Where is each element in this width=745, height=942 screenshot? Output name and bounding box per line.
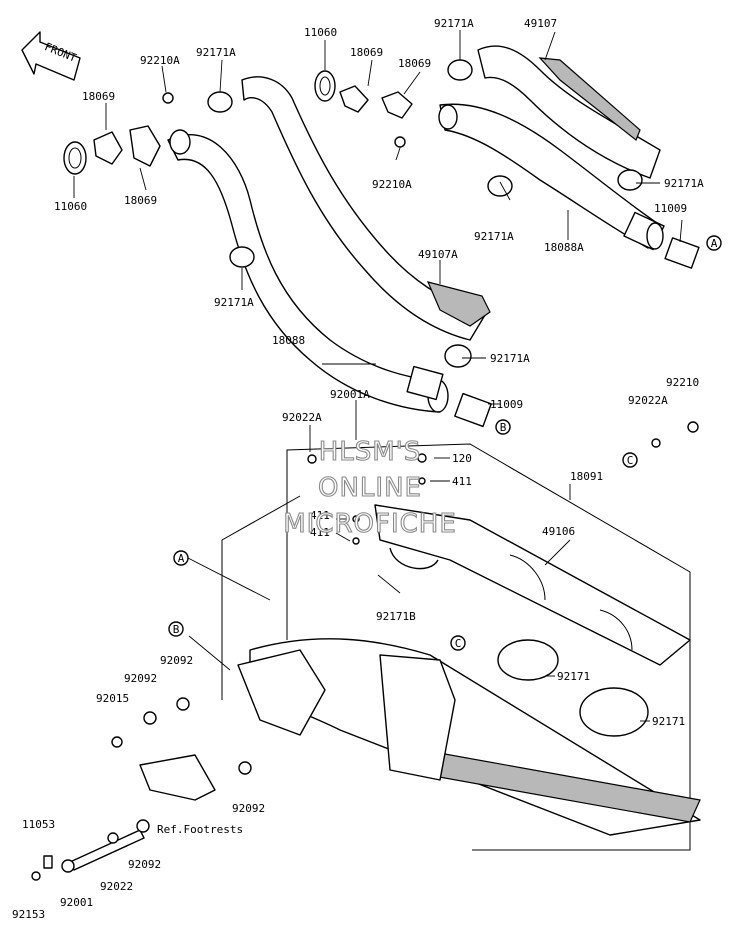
label-92171A-top-left: 92171A — [196, 46, 236, 59]
label-92022A-right: 92022A — [628, 394, 668, 407]
label-120: 120 — [452, 452, 472, 465]
clamp-92171A-set — [207, 59, 643, 368]
label-18088A: 18088A — [544, 241, 584, 254]
label-92171A-mid: 92171A — [474, 230, 514, 243]
label-18069-upper-left: 18069 — [82, 90, 115, 103]
label-49107A: 49107A — [418, 248, 458, 261]
label-92171A-top-right: 92171A — [434, 17, 474, 30]
svg-text:C: C — [627, 454, 634, 467]
small-hardware — [31, 421, 699, 881]
callout-marker-c-right: C — [622, 452, 638, 468]
clamp-92171B — [389, 547, 439, 570]
callout-marker-a-right: A — [706, 235, 722, 251]
label-92153: 92153 — [12, 908, 45, 921]
label-18069-lower-left: 18069 — [124, 194, 157, 207]
svg-text:B: B — [500, 421, 507, 434]
label-11060-top: 11060 — [304, 26, 337, 39]
label-18069-top-mid: 18069 — [350, 46, 383, 59]
label-92092-c: 92092 — [232, 802, 265, 815]
label-18069-top-right: 18069 — [398, 57, 431, 70]
flange-18069-top — [339, 85, 413, 119]
svg-text:B: B — [173, 623, 180, 636]
label-92171A-left-mid: 92171A — [214, 296, 254, 309]
watermark-line-2: ONLINE — [318, 473, 422, 503]
label-92001A: 92001A — [330, 388, 370, 401]
label-92210: 92210 — [666, 376, 699, 389]
flange-18069-left — [93, 125, 161, 167]
front-arrow-icon: FRONT — [21, 31, 81, 81]
label-92210A-mid: 92210A — [372, 178, 412, 191]
nut-92210A-set — [162, 92, 406, 148]
watermark-line-3: MICROFICHE — [283, 509, 457, 539]
label-92171B: 92171B — [376, 610, 416, 623]
label-49107-top: 49107 — [524, 17, 557, 30]
label-411-right: 411 — [452, 475, 472, 488]
label-92092-d: 92092 — [128, 858, 161, 871]
label-92092-a: 92092 — [160, 654, 193, 667]
collar-11009-set — [454, 237, 700, 428]
callout-marker-c-muffler: C — [450, 635, 466, 651]
label-11060-left: 11060 — [54, 200, 87, 213]
label-92171A-lower: 92171A — [490, 352, 530, 365]
part-labels: 11060 18069 18069 92210A 92171A 11060 18… — [12, 17, 704, 921]
watermark-line-1: HLSM'S — [319, 437, 422, 467]
label-18091: 18091 — [570, 470, 603, 483]
label-92092-b: 92092 — [124, 672, 157, 685]
svg-text:C: C — [455, 637, 462, 650]
svg-text:A: A — [178, 552, 185, 565]
label-11009-lower: 11009 — [490, 398, 523, 411]
gasket-11060-left — [63, 141, 87, 175]
callout-marker-a-left: A — [173, 550, 189, 566]
label-92015: 92015 — [96, 692, 129, 705]
label-92171-a: 92171 — [557, 670, 590, 683]
callout-marker-b-left: B — [168, 621, 184, 637]
label-92001: 92001 — [60, 896, 93, 909]
label-49106: 49106 — [542, 525, 575, 538]
exhaust-pipe-18088 — [167, 76, 491, 413]
label-92171A-right: 92171A — [664, 177, 704, 190]
label-18088: 18088 — [272, 334, 305, 347]
label-11009-right: 11009 — [654, 202, 687, 215]
label-411-left-a: 411 — [310, 509, 330, 522]
label-11053: 11053 — [22, 818, 55, 831]
label-reference-note: Ref.Footrests — [157, 823, 243, 836]
label-92022A-left: 92022A — [282, 411, 322, 424]
heat-cover-49106 — [374, 504, 691, 666]
leader-lines — [73, 30, 683, 722]
label-92171-b: 92171 — [652, 715, 685, 728]
exhaust-pipe-18088A — [438, 45, 665, 251]
gasket-11060-top — [314, 70, 336, 102]
callout-marker-b-pipe: B — [495, 419, 511, 435]
muffler-assembly-18091 — [221, 443, 701, 851]
svg-text:A: A — [711, 237, 718, 250]
clamp-92171-set — [497, 639, 649, 737]
label-92022: 92022 — [100, 880, 133, 893]
footrest-bracket — [139, 754, 216, 801]
label-411-left-b: 411 — [310, 526, 330, 539]
watermark: HLSM'S ONLINE MICROFICHE — [283, 436, 457, 539]
label-92210A-left: 92210A — [140, 54, 180, 67]
